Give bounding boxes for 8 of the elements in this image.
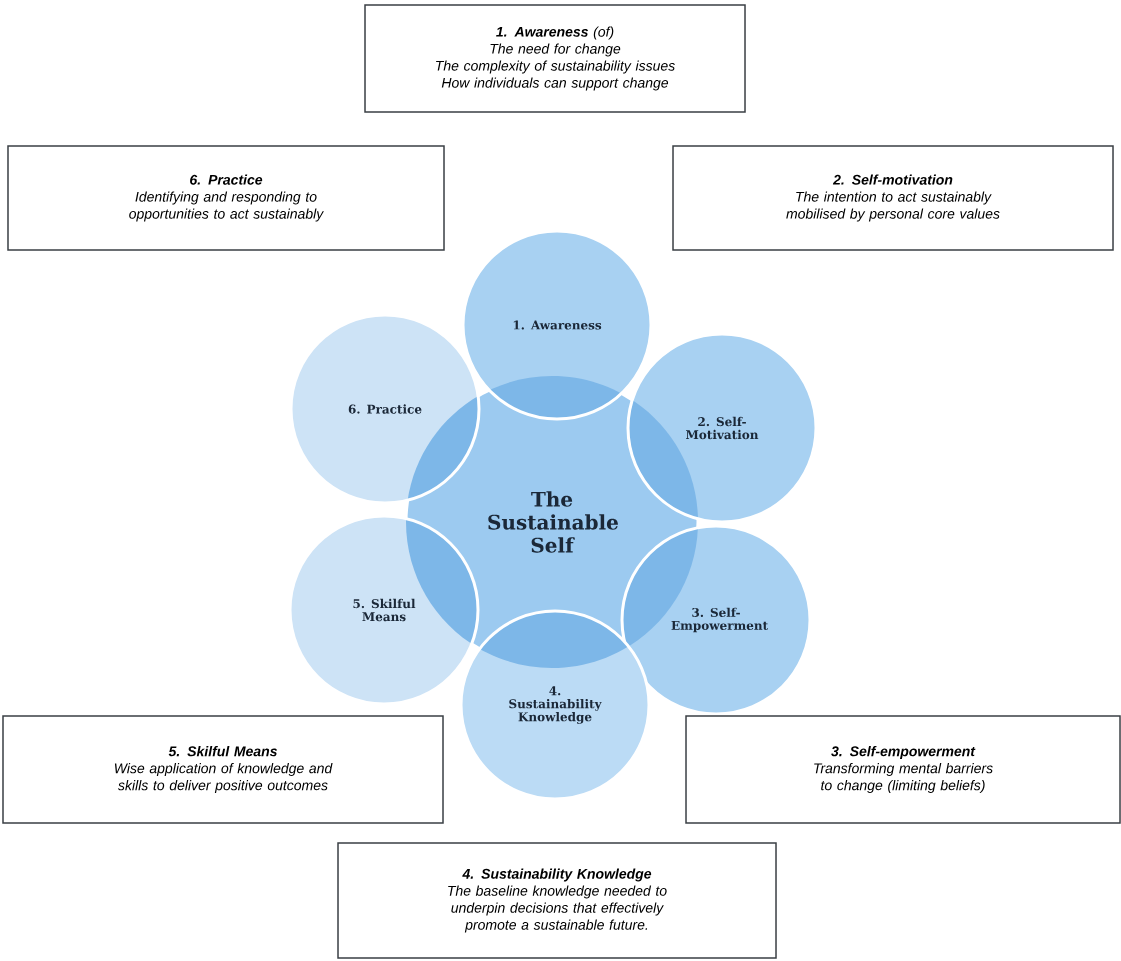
text-box: 3. Self-empowerment Transforming mental barriers to change (limiting beliefs) <box>685 715 1121 824</box>
node-label: 1. Awareness <box>513 320 602 330</box>
text-box: 6. Practice Identifying and responding to opportunities to act sustainably <box>7 145 445 251</box>
text-box: 4. Sustainability Knowledge The baseline knowledge needed to underpin decisions that effectively promote a sustainable future. <box>337 842 777 959</box>
node-label: 4. Sustainability Knowledge <box>509 686 602 724</box>
text-box: 5. Skilful Means Wise application of knowledge and skills to deliver positive outcomes <box>2 715 444 824</box>
text-box: 2. Self-motivation The intention to act sustainably mobilised by personal core values <box>672 145 1114 251</box>
text-box: 1. Awareness (of) The need for change The complexity of sustainability issues How individuals can support change <box>364 4 746 113</box>
